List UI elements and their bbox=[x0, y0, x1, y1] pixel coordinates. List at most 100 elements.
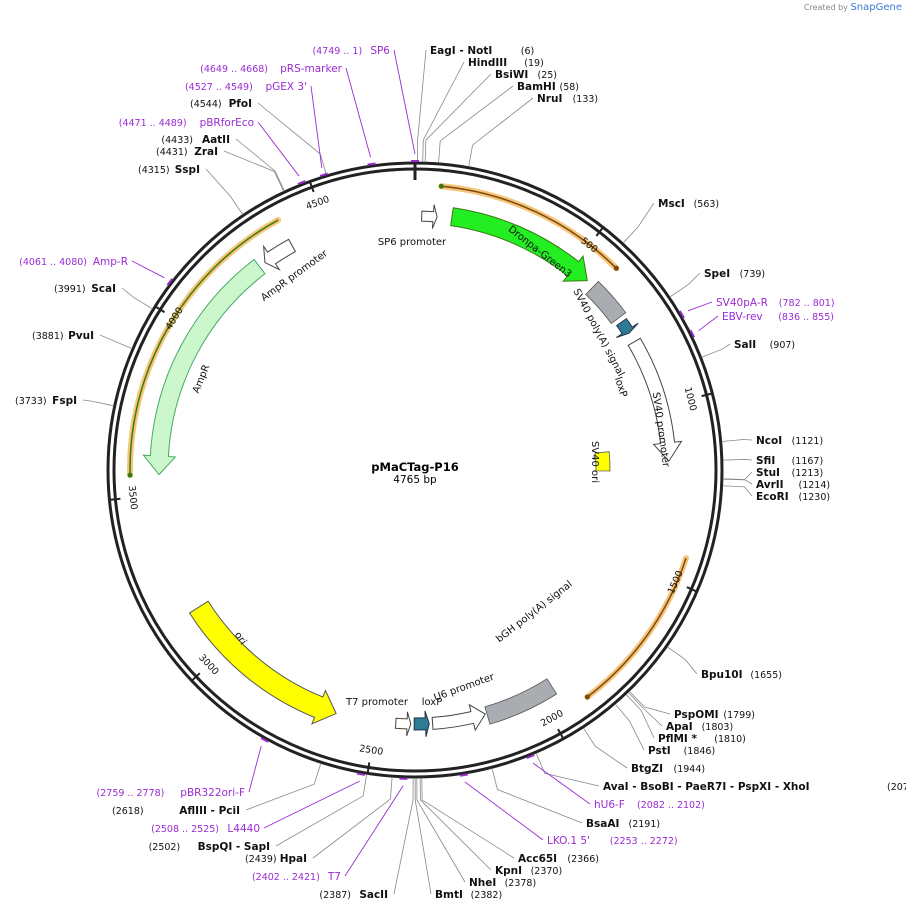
primer-name: EBV-rev bbox=[722, 311, 763, 323]
enzyme-name: BtgZI bbox=[631, 763, 663, 775]
enzyme-leader bbox=[438, 85, 514, 163]
primer-name: pBR322ori-F bbox=[180, 787, 245, 799]
orf-tip-amp bbox=[127, 472, 133, 478]
primer-leader bbox=[344, 785, 404, 877]
tick-4000 bbox=[155, 306, 166, 314]
enzyme-position: (1655) bbox=[750, 670, 782, 681]
tick-label-2500: 2500 bbox=[358, 743, 384, 758]
orf-tip-2 bbox=[584, 694, 590, 700]
primer-mark bbox=[297, 180, 306, 185]
enzyme-leader bbox=[722, 485, 753, 497]
enzyme-name: PfoI bbox=[229, 98, 252, 110]
primer-name: pGEX 3' bbox=[265, 81, 307, 93]
enzyme-leader bbox=[417, 49, 427, 163]
enzyme-name: HindIII bbox=[468, 57, 507, 69]
enzyme-leader bbox=[614, 703, 645, 751]
tick-3500 bbox=[110, 497, 121, 501]
tick-3000 bbox=[191, 672, 201, 681]
primer-name: pRS-marker bbox=[280, 63, 343, 75]
enzyme-leader bbox=[722, 459, 753, 461]
tick-label-4000: 4000 bbox=[164, 305, 186, 331]
primer-mark bbox=[689, 329, 696, 338]
enzyme-name: SpeI bbox=[704, 268, 730, 280]
enzyme-leader bbox=[491, 768, 583, 824]
feature-label-ampr: AmpR bbox=[191, 363, 212, 395]
tick-label-3500: 3500 bbox=[126, 485, 139, 510]
feature-label-sv40-ori: SV40 ori bbox=[589, 441, 600, 483]
feature-label-t7-promoter: T7 promoter bbox=[345, 697, 409, 708]
enzyme-position: (2439) bbox=[245, 854, 277, 865]
enzyme-name: SalI bbox=[734, 339, 756, 351]
enzyme-position: (58) bbox=[560, 82, 580, 93]
orf-arc-1 bbox=[441, 185, 617, 269]
enzyme-position: (6) bbox=[521, 46, 534, 57]
enzyme-leader bbox=[422, 61, 465, 163]
enzyme-position: (1846) bbox=[684, 746, 716, 757]
primer-range: (4471 .. 4489) bbox=[119, 118, 187, 129]
enzyme-leader bbox=[421, 777, 515, 859]
feature-u6-promoter bbox=[431, 703, 486, 732]
primer-name: pBRforEco bbox=[200, 117, 254, 129]
enzyme-position: (3881) bbox=[32, 331, 64, 342]
enzyme-position: (907) bbox=[770, 340, 796, 351]
app-credit: Created by SnapGene bbox=[804, 2, 902, 13]
enzyme-position: (563) bbox=[694, 199, 720, 210]
enzyme-position: (4431) bbox=[156, 147, 188, 158]
enzyme-position: (2366) bbox=[567, 854, 599, 865]
enzyme-position: (4544) bbox=[190, 99, 222, 110]
tick-label-4500: 4500 bbox=[305, 194, 331, 213]
tick-2500 bbox=[366, 762, 371, 773]
enzyme-position: (4433) bbox=[161, 135, 193, 146]
enzyme-name: ApaI bbox=[666, 721, 693, 733]
enzyme-name: FspI bbox=[52, 395, 77, 407]
primer-name: T7 bbox=[327, 871, 341, 883]
feature-loxp-2 bbox=[413, 710, 430, 737]
enzyme-leader bbox=[235, 138, 285, 192]
orf-tip-1 bbox=[613, 265, 619, 271]
orf-arc-amp bbox=[129, 219, 279, 476]
enzyme-position: (1213) bbox=[792, 468, 824, 479]
tick-1000 bbox=[701, 392, 712, 398]
enzyme-name: AvaI - BsoBI - PaeR7I - PspXI - XhoI bbox=[603, 781, 810, 793]
enzyme-leader bbox=[628, 690, 671, 715]
site-labels-layer: EagI - NotI(6)HindIII(19)BsiWI(25)BamHI(… bbox=[15, 45, 906, 901]
enzyme-leader bbox=[275, 774, 368, 847]
feature-sv40-promoter bbox=[627, 337, 683, 463]
enzyme-leader bbox=[121, 287, 153, 310]
feature-ori bbox=[188, 600, 337, 725]
feature-bgh-polya bbox=[484, 678, 558, 725]
enzyme-leader bbox=[223, 150, 285, 192]
primer-mark bbox=[166, 278, 174, 286]
primer-range: (2759 .. 2778) bbox=[97, 788, 165, 799]
enzyme-leader bbox=[257, 102, 327, 176]
enzyme-position: (739) bbox=[740, 269, 766, 280]
feature-loxp-1 bbox=[615, 317, 639, 339]
enzyme-position: (2387) bbox=[319, 890, 351, 901]
enzyme-position: (1214) bbox=[799, 480, 831, 491]
plasmid-name: pMaCTag-P16 bbox=[371, 460, 458, 474]
enzyme-leader bbox=[535, 753, 600, 787]
primer-leader bbox=[698, 315, 719, 332]
tick-2000 bbox=[557, 728, 564, 739]
primer-mark bbox=[319, 172, 329, 177]
enzyme-name: HpaI bbox=[280, 853, 307, 865]
enzyme-name: NruI bbox=[537, 93, 562, 105]
tick-4500 bbox=[309, 182, 315, 193]
feature-ampr bbox=[142, 258, 266, 476]
enzyme-position: (2618) bbox=[112, 806, 144, 817]
enzyme-name: AvrII bbox=[756, 479, 784, 491]
enzyme-position: (4315) bbox=[138, 165, 170, 176]
feature-label-loxp: loxP bbox=[422, 697, 443, 708]
plasmid-length: 4765 bp bbox=[393, 474, 437, 486]
enzyme-name: SspI bbox=[175, 164, 200, 176]
enzyme-name: SacII bbox=[359, 889, 388, 901]
enzyme-name: NcoI bbox=[756, 435, 782, 447]
primer-leader bbox=[310, 85, 323, 169]
enzyme-leader bbox=[666, 646, 698, 675]
enzyme-name: ZraI bbox=[194, 146, 218, 158]
enzyme-leader bbox=[468, 97, 534, 167]
enzyme-leader bbox=[99, 334, 133, 349]
enzyme-name: BspQI - SapI bbox=[198, 841, 270, 853]
enzyme-leader bbox=[414, 777, 432, 895]
